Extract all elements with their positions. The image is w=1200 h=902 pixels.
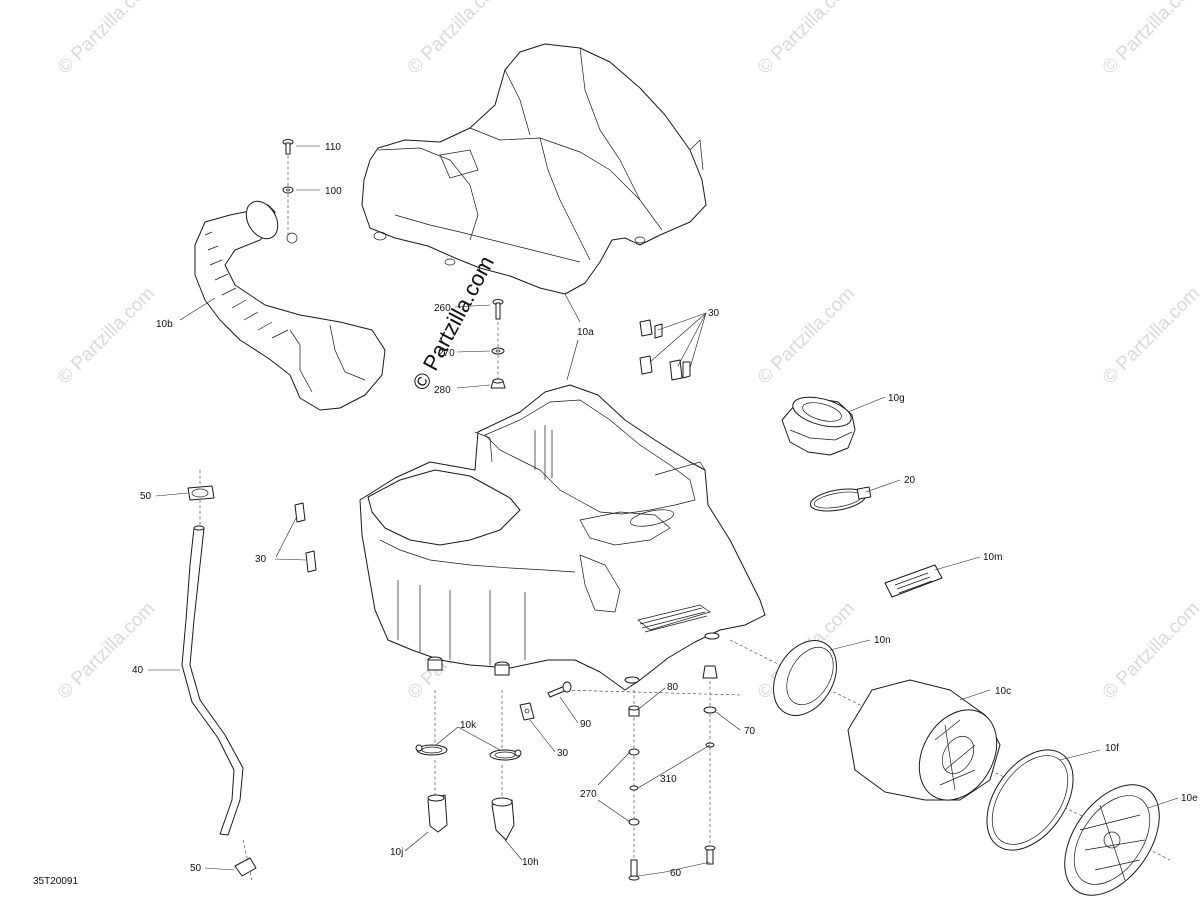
drain-hose-40 [181,525,244,836]
callout-labels: 110 100 10b 260 270 280 10a 30 10g 20 10… [132,142,1198,879]
callout-10g: 10g [888,393,905,404]
washer-100 [282,186,294,194]
callout-310: 310 [660,774,677,785]
callout-10h: 10h [522,857,539,868]
watermark-tile: © Partzilla.com [1099,0,1200,79]
callout-70: 70 [744,726,756,737]
screw-90 [547,681,572,698]
callout-40: 40 [132,665,144,676]
watermark-tile: © Partzilla.com [754,0,859,79]
clamp-50-bottom [234,857,257,877]
air-box-base [359,384,766,691]
callout-60: 60 [670,868,682,879]
callout-80: 80 [667,682,679,693]
callout-10m: 10m [983,552,1002,563]
clamp-50-top [187,485,215,501]
watermark-tile: © Partzilla.com [54,0,159,79]
callout-30: 30 [255,554,267,565]
grommet-280 [490,378,506,389]
washer-270-top [491,347,505,355]
screw-260 [492,299,504,320]
o-ring-10f [986,749,1074,851]
seal-10n [773,640,837,716]
drain-caps [427,794,515,841]
watermark-main: © Partzilla.com [407,252,499,395]
decal-10m [884,564,943,598]
callout-50: 50 [190,863,202,874]
fastener-stack-right [702,665,718,865]
callout-50: 50 [140,491,152,502]
fastener-stack-left [628,705,640,881]
callout-10e: 10e [1181,793,1198,804]
clamp-20 [809,486,872,512]
clip-30-bottom [519,702,535,721]
callout-10k: 10k [460,720,477,731]
callout-10n: 10n [874,635,891,646]
coupler-10g [781,396,856,456]
screw-110 [282,139,294,155]
clips-30-top [639,319,691,381]
watermark-tile: © Partzilla.com [754,283,859,388]
watermark-tile: © Partzilla.com [1099,283,1200,388]
callout-270: 270 [580,789,597,800]
callout-20: 20 [904,475,916,486]
callout-90: 90 [580,719,592,730]
callout-110: 110 [325,142,341,153]
clips-30-left [294,502,317,573]
callout-280: 280 [434,385,451,396]
callout-30: 30 [557,748,569,759]
clamps-10k [415,744,522,761]
watermark-tile: © Partzilla.com [54,283,159,388]
watermark-tile: © Partzilla.com [404,0,509,79]
callout-270: 270 [438,348,455,359]
intake-tube [194,200,386,411]
callout-100: 100 [325,186,342,197]
callout-30: 30 [708,308,720,319]
watermark-tile: © Partzilla.com [1099,598,1200,703]
cap-10e [1064,784,1160,896]
callout-260: 260 [434,303,451,314]
callout-10c: 10c [995,686,1011,697]
watermark-tile: © Partzilla.com [54,598,159,703]
callout-10f: 10f [1105,743,1119,754]
callout-10a: 10a [577,327,594,338]
filter-10c [847,679,1001,801]
callout-10b: 10b [156,319,173,330]
air-box-cover [361,43,707,295]
diagram-id: 35T20091 [33,876,78,887]
leader-lines [148,145,1179,877]
callout-10j: 10j [390,847,403,858]
